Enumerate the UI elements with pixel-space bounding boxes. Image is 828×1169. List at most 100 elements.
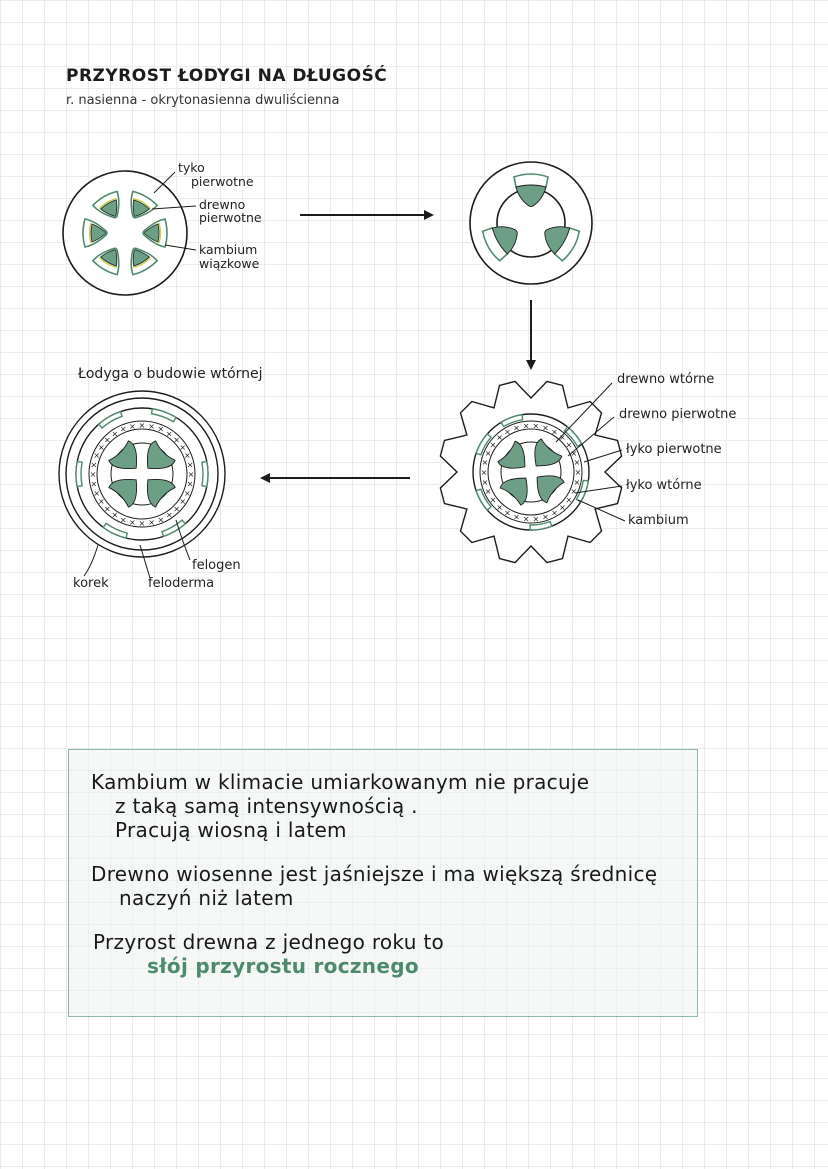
kambium-cross: × [90, 470, 97, 479]
kambium-cross: × [485, 449, 492, 458]
label-drewno-wtorne: drewno wtórne [617, 372, 715, 387]
drewno-petals-right [497, 438, 565, 506]
vascular-bundle [142, 218, 168, 248]
drewno-region [515, 184, 547, 207]
vascular-bundle [91, 247, 120, 276]
kambium-cross: × [485, 487, 492, 496]
label-drewno-pierwotne: drewno pierwotne [619, 407, 737, 422]
kambium-cross: × [129, 422, 136, 431]
stem-growth-diagram: ×××××××××××××××××××××××××××××× ×××××××××… [58, 161, 626, 579]
kambium-cross: × [490, 440, 497, 449]
kambium-cross: × [482, 478, 489, 487]
drewno-petal-shape [499, 477, 528, 506]
label-lyko-primary-2: pierwotne [191, 174, 254, 189]
drewno-petal [108, 440, 138, 470]
kambium-cross: × [574, 458, 581, 467]
kambium-cross: × [111, 429, 118, 438]
kambium-cross: × [104, 435, 111, 444]
lyko-arc [75, 460, 83, 488]
kambium-cross: × [157, 515, 164, 524]
kambium-cross: × [120, 515, 127, 524]
label-lyko-pierwotne: łyko pierwotne [626, 442, 722, 457]
drewno-region [144, 223, 160, 243]
kambium-cross: × [551, 427, 558, 436]
vascular-bundle [130, 190, 159, 219]
drewno-petal-shape [146, 440, 176, 470]
label-drewno-primary: drewno [199, 197, 246, 212]
label-felogen: felogen [192, 558, 241, 573]
kambium-cross: × [481, 468, 488, 477]
kambium-cross: × [93, 451, 100, 460]
kambium-cross: × [187, 480, 194, 489]
kambium-cross: × [188, 470, 195, 479]
secondary-stem-left [58, 390, 226, 558]
kambium-cross: × [575, 468, 582, 477]
vascular-bundle [130, 247, 159, 276]
drewno-petal-shape [534, 438, 563, 467]
drewno-petal [146, 478, 176, 508]
drewno-petal-shape [497, 440, 526, 469]
drewno-petal-shape [536, 475, 565, 504]
kambium-cross: × [513, 423, 520, 432]
lyko-arc [102, 522, 129, 539]
kambium-cross: × [523, 421, 530, 430]
kambium-cross: × [574, 478, 581, 487]
drewno-region [132, 249, 150, 267]
kambium-cross: × [533, 421, 540, 430]
label-kambium: kambium [628, 513, 689, 528]
kambium-cross: × [120, 425, 127, 434]
vascular-bundle [544, 226, 581, 262]
kambium-cross: × [571, 487, 578, 496]
page-title: PRZYROST ŁODYGI NA DŁUGOŚĆ [66, 66, 388, 86]
kambium-cross: × [482, 458, 489, 467]
note-line-6: Przyrost drewna z jednego roku to [93, 930, 445, 954]
note-line-2: z taką samą intensywnością . [115, 794, 418, 818]
kambium-cross: × [139, 519, 146, 528]
kambium-cross: × [148, 422, 155, 431]
kambium-cross: × [91, 480, 98, 489]
drewno-region [100, 249, 118, 267]
lyko-arc [575, 479, 590, 503]
drewno-petal-shape [108, 478, 138, 508]
kambium-cross: × [173, 505, 180, 514]
note-line-5: naczyń niż latem [119, 886, 294, 910]
note-line-7-highlight: słój przyrostu rocznego [147, 954, 419, 978]
label-lyko-wtorne: łyko wtórne [626, 478, 702, 493]
kambium-cross: × [179, 497, 186, 506]
kambium-cross: × [148, 518, 155, 527]
drewno-petal-shape [108, 440, 138, 470]
drewno-petal [497, 440, 526, 469]
kambium-band [133, 197, 152, 210]
note-line-4: Drewno wiosenne jest jaśniejsze i ma wię… [91, 862, 658, 886]
kambium-cross: × [139, 421, 146, 430]
lyko-arc [475, 432, 492, 456]
kambium-cross: × [129, 518, 136, 527]
drewno-region [544, 226, 571, 255]
kambium-ring-left: ×××××××××××××××××××××××××××××××× [90, 421, 195, 528]
drewno-petals-left [108, 440, 176, 508]
label-feloderma: feloderma [148, 576, 215, 591]
primary-stem-cross-section [62, 170, 188, 296]
lyko-arc [475, 488, 492, 512]
secondary-stem-right [439, 380, 623, 564]
drewno-petal [534, 438, 563, 467]
lyko-arc [150, 408, 177, 423]
drewno-region [491, 226, 518, 255]
kambium-cross: × [523, 515, 530, 524]
drewno-petal [536, 475, 565, 504]
kambium-cross: × [157, 425, 164, 434]
drewno-petal [108, 478, 138, 508]
note-line-1: Kambium w klimacie umiarkowanym nie prac… [91, 770, 590, 794]
kambium-cross: × [504, 509, 511, 518]
lyko-arc [97, 410, 124, 429]
leader-lines-primary [151, 171, 197, 251]
label-drewno-primary-2: pierwotne [199, 210, 262, 225]
kambium-cross: × [98, 497, 105, 506]
lyko-region [513, 173, 549, 188]
vascular-bundle [513, 173, 549, 207]
vascular-bundles-primary [82, 190, 168, 276]
label-korek: korek [73, 576, 109, 591]
drewno-petal [146, 440, 176, 470]
kambium-cross: × [173, 435, 180, 444]
drewno-region [90, 223, 106, 243]
